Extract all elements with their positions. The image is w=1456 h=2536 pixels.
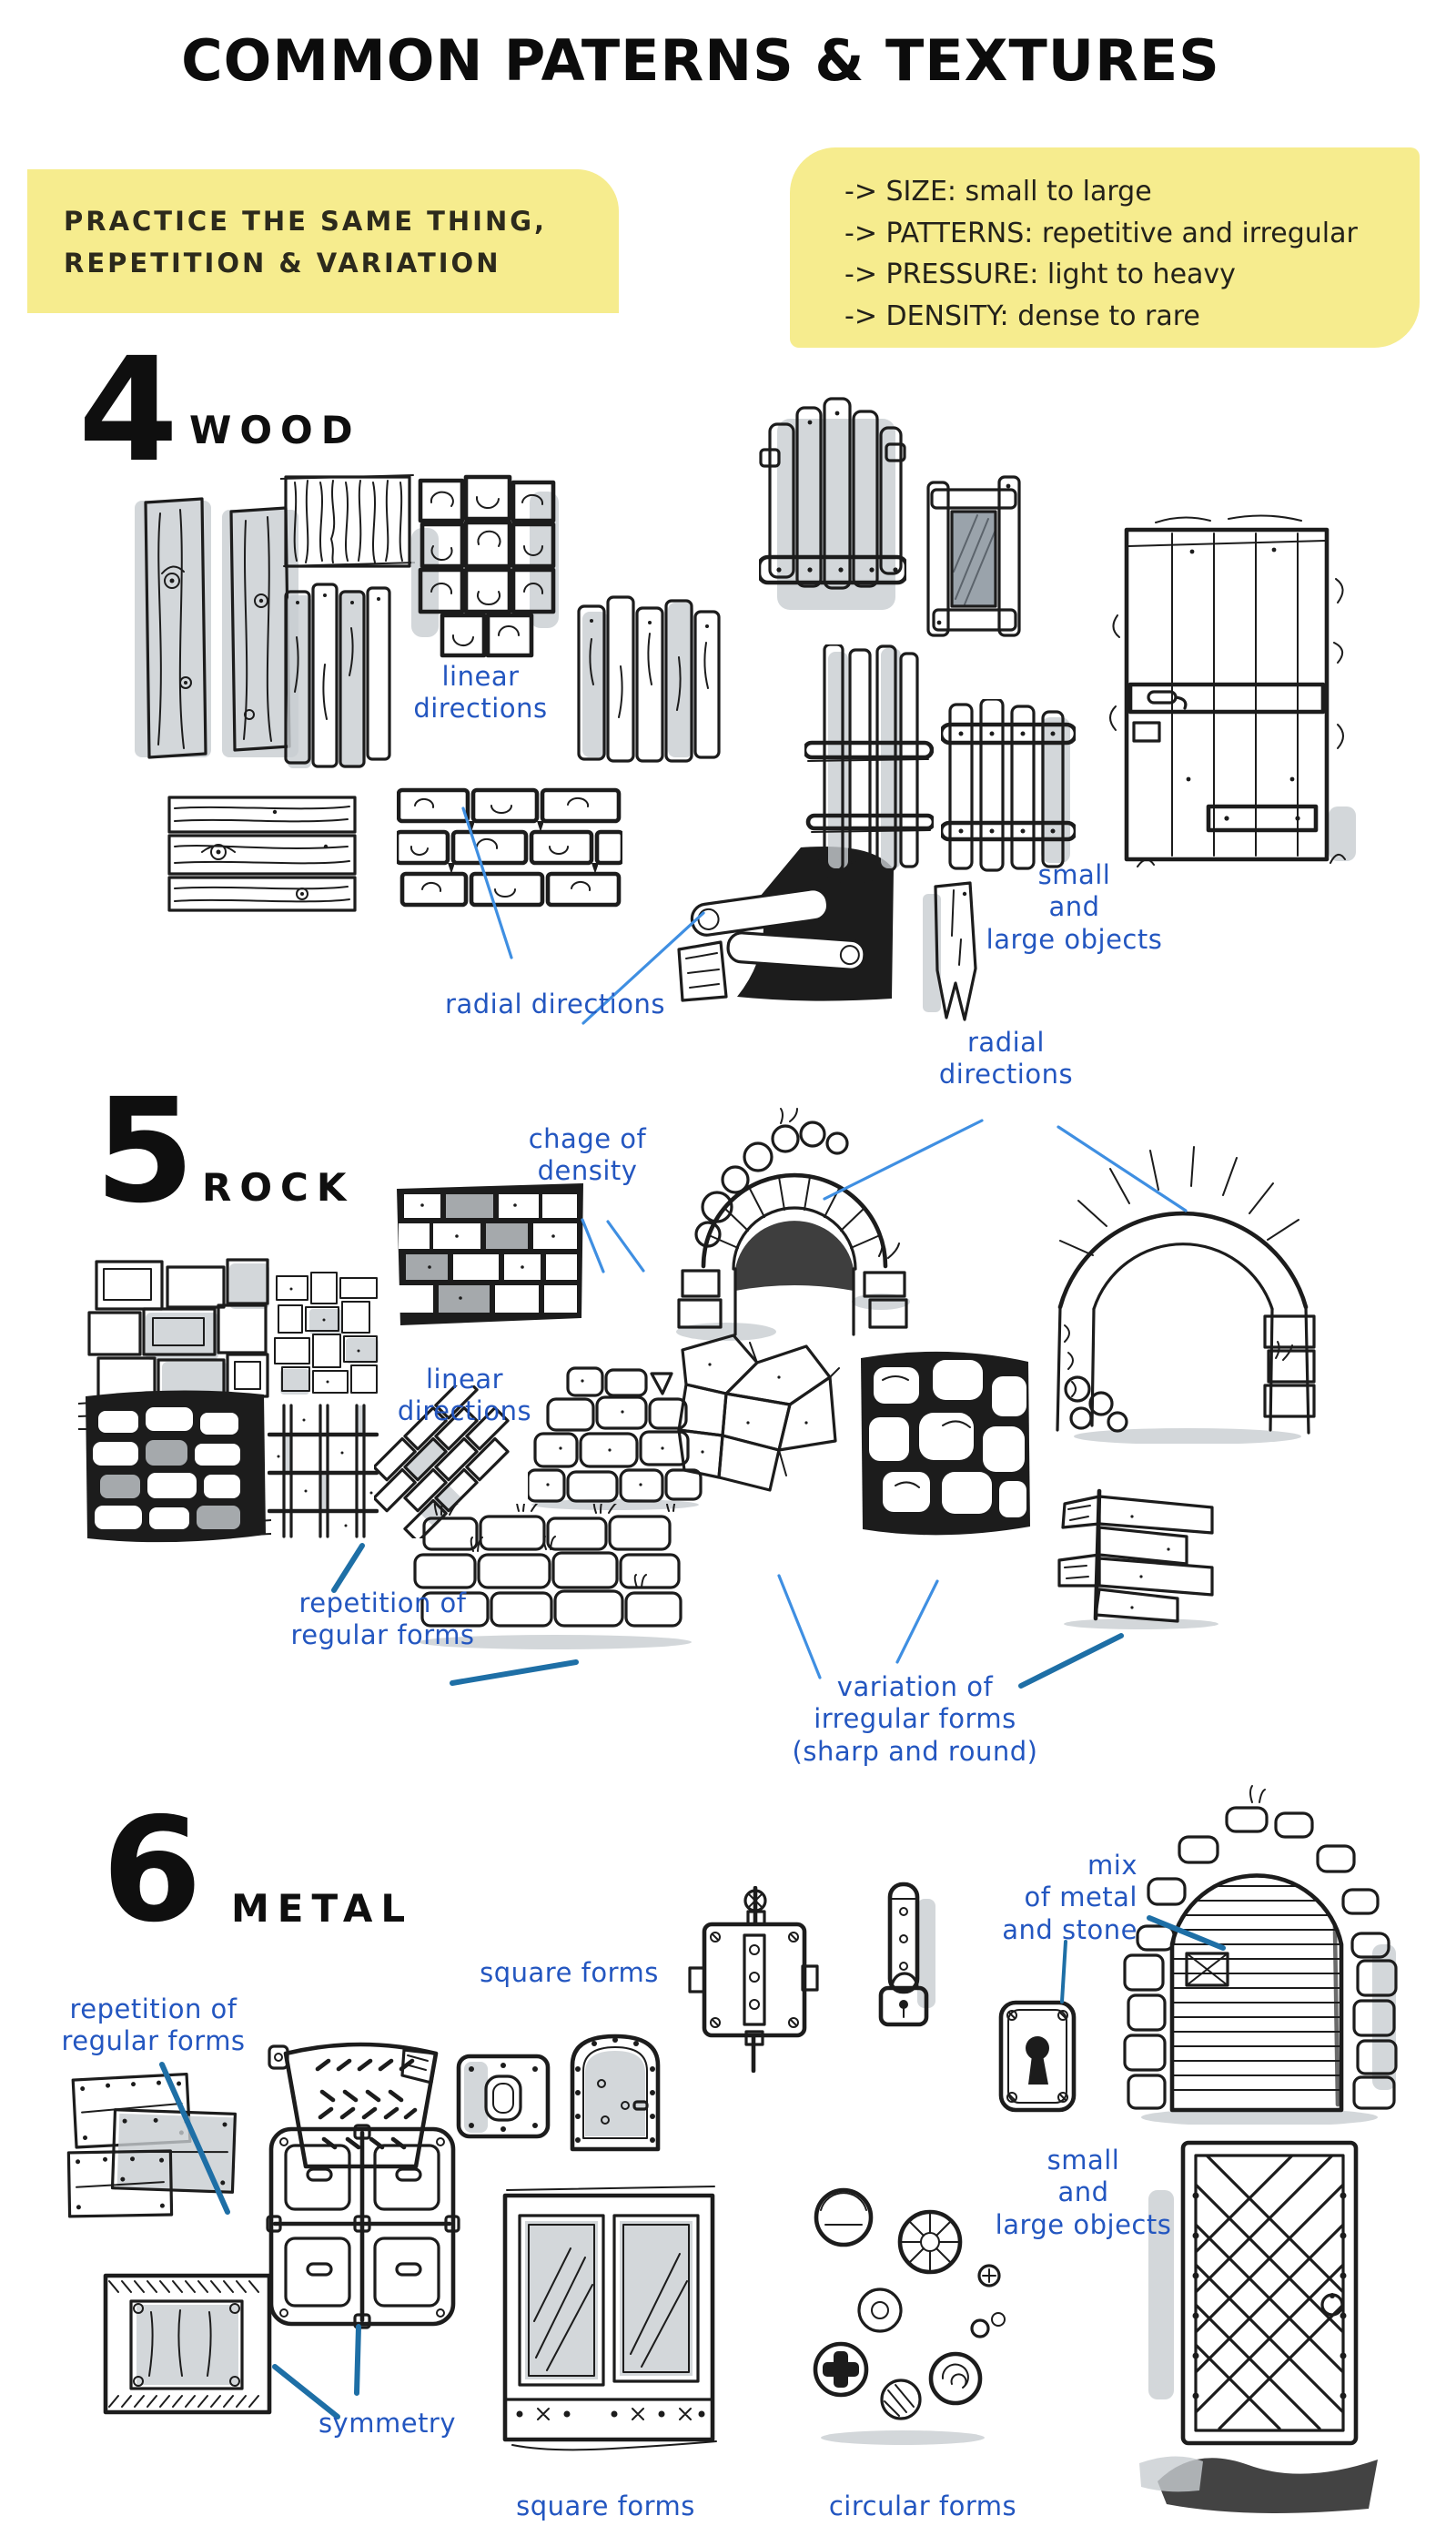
section-title-metal: METAL (231, 1886, 414, 1931)
sketch-metal-hasp-padlock (878, 1882, 935, 2027)
label-rock-linear-directions: linear directions (397, 1364, 532, 1427)
sketch-wood-log-wall (397, 787, 622, 908)
principle-pressure: -> PRESSURE: light to heavy (844, 259, 1236, 291)
sketch-metal-keyhole-plate (998, 2000, 1077, 2113)
section-number-metal: 6 (102, 1787, 202, 1954)
sketch-wood-window-frame (926, 475, 1021, 637)
label-metal-symmetry: symmetry (318, 2408, 457, 2439)
label-metal-circular-forms: circular forms (828, 2490, 1017, 2521)
practice-note: PRACTICE THE SAME THING, REPETITION & VA… (27, 169, 619, 313)
label-metal-small-large-objects: small and large objects (995, 2145, 1172, 2240)
sketch-wood-fence-gate (941, 699, 1076, 872)
principle-density: -> DENSITY: dense to rare (844, 299, 1200, 332)
sketch-rock-dark-rubble-wall (78, 1390, 271, 1543)
sketch-metal-arched-door-stone (1123, 1785, 1398, 2125)
principles-note: -> SIZE: small to large -> PATTERNS: rep… (790, 147, 1420, 348)
sketch-rock-herringbone (374, 1385, 510, 1538)
sketch-rock-tile-cluster (274, 1272, 379, 1395)
principle-size: -> SIZE: small to large (844, 176, 1152, 208)
page-title: COMMON PATERNS & TEXTURES (181, 27, 1220, 94)
sketch-metal-hatch-with-bolts (688, 1886, 819, 2073)
sketch-wood-plank-row (577, 595, 721, 763)
label-wood-small-large-objects: small and large objects (986, 859, 1163, 955)
sketch-wood-grain-panel (280, 474, 415, 568)
principle-patterns: -> PATTERNS: repetitive and irregular (844, 217, 1358, 249)
sketch-rock-grid-tiles (268, 1404, 379, 1538)
sketch-wood-shelf (804, 644, 934, 872)
sketch-rock-brick-wall (397, 1183, 583, 1325)
sketch-wood-door (1109, 514, 1356, 867)
label-rock-repetition-regular-forms: repetition of regular forms (290, 1588, 475, 1651)
sketch-metal-lattice-door (1139, 2140, 1378, 2513)
sketch-metal-framed-hatch (103, 2273, 272, 2415)
sketch-metal-riveted-sheets (66, 2072, 238, 2218)
sketch-wood-log-pile (677, 847, 894, 1002)
sketch-wood-horizontal-planks (167, 796, 357, 912)
sketch-rock-mossy-wall (413, 1504, 692, 1649)
sketch-metal-double-door-cabinet (502, 2186, 717, 2451)
section-title-rock: ROCK (202, 1165, 355, 1210)
sketch-wood-vertical-planks-pair (135, 497, 298, 759)
section-number-wood: 4 (78, 327, 178, 494)
sketch-metal-diamond-plate-bucket (268, 2042, 439, 2169)
label-metal-square-forms-top: square forms (480, 1957, 659, 1988)
label-metal-repetition-regular-forms: repetition of regular forms (61, 1993, 246, 2057)
label-wood-linear-directions: linear directions (413, 661, 548, 725)
label-metal-mix-metal-stone: mix of metal and stone (1002, 1850, 1138, 1945)
sketch-metal-riveted-door (570, 2034, 661, 2152)
sketch-wood-plank-shutter (759, 397, 906, 610)
sketch-wood-end-grain-blocks (411, 474, 559, 658)
label-metal-square-forms-bottom: square forms (516, 2490, 695, 2521)
sketch-metal-oval-emboss-plate (456, 2054, 551, 2139)
sketch-metal-bolted-panel-grid (266, 2124, 460, 2329)
section-title-wood: WOOD (189, 408, 361, 452)
sketch-rock-corner-blocks (1057, 1488, 1218, 1629)
label-rock-change-of-density: chage of density (528, 1123, 647, 1187)
sketch-wood-broken-plank (923, 881, 977, 1021)
sketch-rock-arch-right (1056, 1146, 1316, 1444)
sketch-rock-flagstone (677, 1334, 840, 1492)
sketch-wood-siding-boards (284, 583, 391, 768)
sketch-rock-arch-ruin-left (676, 1108, 910, 1341)
practice-note-text: PRACTICE THE SAME THING, REPETITION & VA… (64, 206, 548, 279)
sketch-metal-circular-fasteners (813, 2187, 1006, 2445)
label-rock-variation-irregular-forms: variation of irregular forms (sharp and … (792, 1671, 1038, 1767)
label-wood-radial-directions: radial directions (445, 989, 665, 1019)
sketch-rock-flagstone-dark (861, 1351, 1030, 1536)
section-number-rock: 5 (95, 1068, 195, 1235)
label-rock-radial-directions: radial directions (938, 1027, 1074, 1090)
